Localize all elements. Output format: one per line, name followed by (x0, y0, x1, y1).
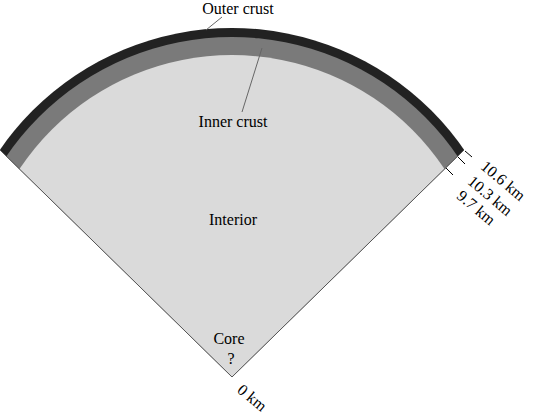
wedge-layers (0, 28, 514, 418)
leader-line (242, 48, 262, 112)
part-name: Interior (209, 212, 257, 228)
interior-region (0, 55, 487, 418)
part-name: Core (213, 331, 244, 347)
wedge-edge (0, 150, 232, 377)
leader-line (206, 17, 222, 30)
leader-line (458, 157, 465, 164)
wedge-edge (232, 150, 464, 377)
leader-line (465, 151, 472, 157)
leader-line (446, 168, 453, 175)
part-name: Outer crust (202, 1, 274, 17)
inner-crust-band (0, 37, 505, 418)
annotation: ? (227, 351, 234, 367)
part-name: Inner crust (199, 114, 268, 130)
outer-crust-band (0, 28, 514, 418)
radius-dimension: 0 km (234, 381, 269, 414)
